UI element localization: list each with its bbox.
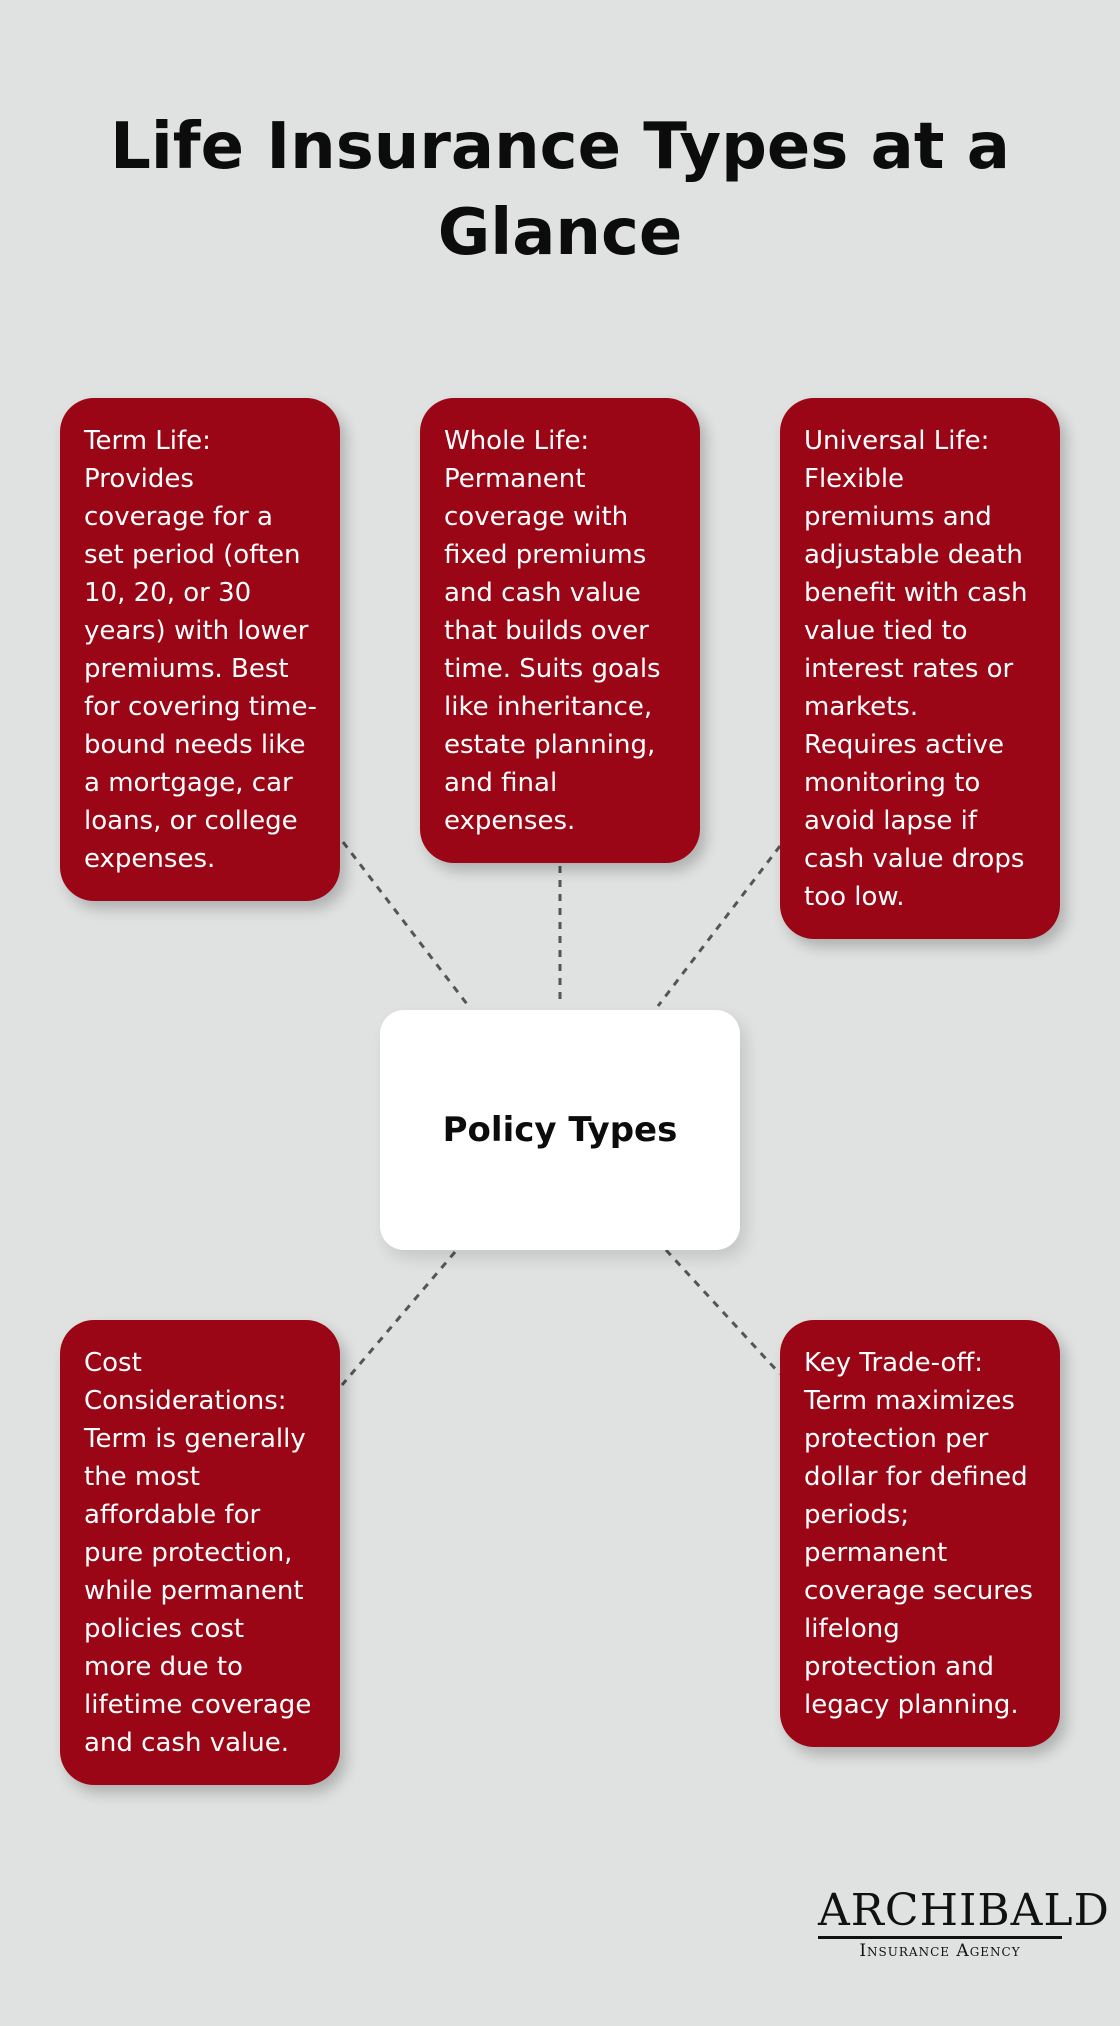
card-universal-life: Universal Life: Flexible premiums and ad… <box>780 398 1060 939</box>
connector-key-tradeoff <box>664 1248 782 1376</box>
connector-universal-life <box>656 845 782 1007</box>
page-title: Life Insurance Types at a Glance <box>110 110 1010 270</box>
card-whole-life: Whole Life: Permanent coverage with fixe… <box>420 398 700 863</box>
card-universal-life-text: Universal Life: Flexible premiums and ad… <box>804 426 1028 912</box>
connector-cost-considerations <box>340 1251 457 1386</box>
card-key-tradeoff-text: Key Trade-off: Term maximizes protection… <box>804 1348 1033 1720</box>
card-term-life-text: Term Life: Provides coverage for a set p… <box>84 426 317 874</box>
card-cost-considerations: Cost Considerations: Term is generally t… <box>60 1320 340 1785</box>
card-key-tradeoff: Key Trade-off: Term maximizes protection… <box>780 1320 1060 1747</box>
center-node: Policy Types <box>380 1010 740 1250</box>
logo-name: ARCHIBALD <box>818 1888 1109 1939</box>
card-term-life: Term Life: Provides coverage for a set p… <box>60 398 340 901</box>
brand-logo: ARCHIBALD Insurance Agency <box>818 1888 1109 1963</box>
logo-subtitle: Insurance Agency <box>859 1941 1021 1961</box>
center-node-label: Policy Types <box>442 1110 678 1150</box>
card-whole-life-text: Whole Life: Permanent coverage with fixe… <box>444 426 661 836</box>
card-cost-considerations-text: Cost Considerations: Term is generally t… <box>84 1348 312 1758</box>
connector-term-life <box>341 841 472 1009</box>
